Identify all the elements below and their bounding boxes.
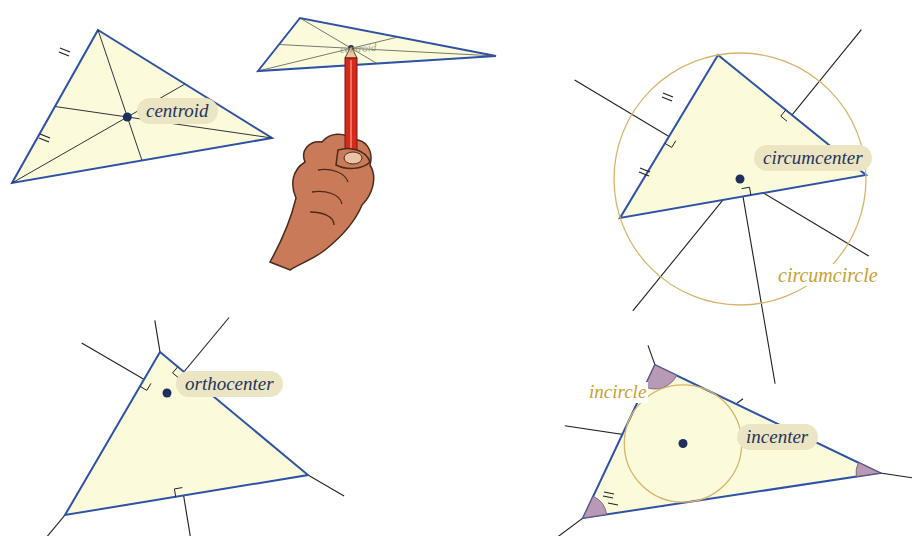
balanced-triangle xyxy=(258,18,496,71)
label-pill: incenter xyxy=(737,424,818,450)
construction-lines xyxy=(39,30,912,536)
center-name: circumcenter xyxy=(763,147,863,169)
centroid-triangle xyxy=(12,30,272,183)
right-angle-mark xyxy=(140,383,151,390)
center-name: incenter xyxy=(746,426,809,448)
circle-label: circumcircle xyxy=(776,264,880,286)
right-angle-mark xyxy=(742,187,751,195)
orthocenter-figure xyxy=(65,352,308,515)
right-angle-mark xyxy=(781,110,787,121)
center-name: centroid xyxy=(146,100,209,122)
circle-label: incircle xyxy=(587,382,648,403)
center-name: orthocenter xyxy=(185,373,274,395)
right-angle-mark xyxy=(174,488,182,497)
pencil-triangle-label: centroid xyxy=(338,41,379,55)
label-pill: centroid xyxy=(137,98,218,124)
incenter-figure xyxy=(583,365,880,518)
label-pill: circumcenter xyxy=(754,145,872,171)
hand-with-pencil xyxy=(270,46,374,270)
right-angle-mark xyxy=(665,141,676,148)
angle-wedge xyxy=(856,463,880,477)
label-pill: orthocenter xyxy=(176,371,283,397)
angle-wedge xyxy=(583,496,607,518)
